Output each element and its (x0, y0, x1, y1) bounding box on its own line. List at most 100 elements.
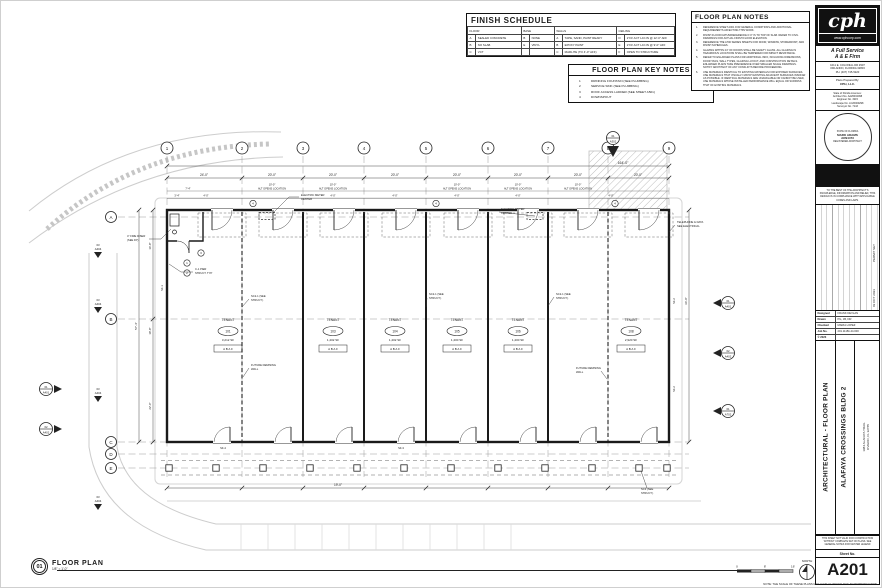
future-demising-note: WALL (251, 367, 259, 371)
svg-text:01: 01 (44, 385, 48, 389)
svg-text:SF-2: SF-2 (672, 298, 676, 304)
tenant-number: 108 (628, 329, 634, 333)
leader-lines (149, 196, 676, 489)
dim-bay: 20'-0" (634, 173, 642, 177)
pier-note: C-1 PIER (195, 267, 206, 271)
key-note-text: DRINKING FOUNTAIN (SEE PLUMBING) (591, 79, 649, 84)
plan-note-item: 1.REFERENCE SHEET A001 FOR GENERAL CONDI… (692, 25, 809, 33)
info-value: 201.11181.44.000 (837, 329, 859, 333)
telephone-data-note: TELEPHONE & DATA (677, 220, 704, 224)
cell: A (553, 34, 564, 42)
sheet-number: A201 (827, 560, 868, 579)
wall-type-note: STRUCT.) (251, 298, 263, 302)
tenant-number: 101 (225, 329, 231, 333)
dim-left-overall: 57'-4" (134, 322, 138, 330)
svg-text:4'-0": 4'-0" (608, 194, 613, 198)
cell: A (466, 34, 477, 42)
svg-text:4'-0": 4'-0" (203, 194, 208, 198)
grid-bubble-D: D (109, 452, 113, 457)
future-demising-note: FUTURE DEMISING (576, 366, 601, 370)
seal-number: AR94473 (841, 136, 854, 141)
info-value: PG, JB, DR (837, 317, 852, 321)
fire-riser-note: 4" FIRE RISER (127, 234, 145, 238)
tenant-label: TENANT (451, 318, 464, 322)
graphic-scale: 0 8' 16' (736, 565, 795, 573)
license-line: Architect No. AA26002098 (832, 94, 863, 98)
svg-text:10'-0": 10'-0" (454, 183, 461, 187)
svg-text:A402: A402 (725, 355, 732, 359)
key-notes-title: FLOOR PLAN KEY NOTES (569, 65, 713, 76)
license-line: State of Florida Licenses: (833, 91, 862, 95)
svg-text:A402: A402 (43, 431, 50, 435)
tenant-tag-105: TENANT 105 1,400 SF A B A F (442, 318, 472, 353)
license-line: Surveyor No. 7143 (837, 105, 858, 109)
dim-left-seg: 22'-0" (148, 402, 152, 409)
svg-text:SF-1: SF-1 (160, 285, 164, 291)
keynote-ref: 4 (614, 202, 616, 206)
info-row: Job No.201.11181.44.000 (816, 328, 879, 335)
grid-bubble-8: 8 (607, 146, 610, 151)
tenant-tags: TENANT 101 3,212 SF A B A F TENANT 103 1… (213, 318, 646, 353)
cell: OPEN TO STRUCTURE (624, 48, 675, 56)
sheet-number-label: Sheet No. (816, 550, 879, 558)
key-note-num: 3 (579, 89, 581, 94)
tenant-finish-tag: A B A F (626, 347, 636, 351)
electric-meters (258, 212, 544, 220)
col-header: WALLS (553, 26, 618, 35)
tenant-tag-108: TENANT 108 2,920 SF A B A F (616, 318, 646, 353)
svg-text:03: 03 (96, 495, 100, 499)
svg-text:4'-0": 4'-0" (330, 194, 335, 198)
address-line: ORLANDO, FLORIDA 32803 (830, 67, 865, 70)
drawing-title-rule (57, 570, 739, 571)
firm-licenses: State of Florida Licenses: Architect No.… (816, 90, 879, 111)
cell: EPOXY PAINT (562, 41, 617, 49)
svg-text:A404: A404 (95, 499, 102, 503)
plan-note-text: GLAZING WITHIN 24" OF DOORS SHALL BE SAF… (703, 48, 797, 56)
grid-bubble-C: C (109, 440, 113, 445)
grid-bubble-6: 6 (487, 146, 490, 151)
dim-bottom: 19'-0" (334, 483, 342, 487)
plan-note-num: 6. (696, 70, 699, 74)
cell (529, 48, 555, 56)
svg-text:02: 02 (44, 425, 48, 429)
keynote-ref: 4 (252, 202, 254, 206)
key-note-num: 2 (579, 84, 581, 89)
info-label: Job No. (816, 328, 836, 334)
svg-text:10'-0": 10'-0" (269, 183, 276, 187)
svg-text:SF-4: SF-4 (220, 446, 226, 450)
cell: B (553, 41, 564, 49)
dim-bay: 20'-0" (329, 173, 337, 177)
tenant-label: TENANT (327, 318, 340, 322)
keynote-ref: 4 (435, 202, 437, 206)
cell: F (615, 48, 626, 56)
finish-schedule-header: FLOOR BASE WALLS CEILING (467, 26, 675, 35)
svg-text:4'-0": 4'-0" (392, 194, 397, 198)
north-label: NORTH (802, 559, 813, 563)
tenant-area: 1,402 SF (389, 338, 401, 342)
tenant-finish-tag: A B A F (223, 347, 233, 351)
electric-meter-note: CENTER (501, 211, 512, 215)
cell: B (520, 34, 531, 42)
svg-text:ALT OPENS LOCATION: ALT OPENS LOCATION (443, 186, 471, 190)
svg-text:10'-0": 10'-0" (515, 183, 522, 187)
dim-bay: 20'-0" (453, 173, 461, 177)
cell: B (466, 41, 477, 49)
cell: E (615, 41, 626, 49)
tenant-area: 2,920 SF (625, 338, 637, 342)
cell: VINYL (529, 41, 555, 49)
wall-type-note: STRUCT.) (556, 296, 568, 300)
plan-note-item: 3.REFERENCE THE A700 SERIES SHEETS FOR D… (692, 40, 809, 48)
pier-note: STRUCT. TYP (195, 271, 212, 275)
existing-building-hatch (588, 150, 668, 214)
svg-text:ALT OPENS LOCATION: ALT OPENS LOCATION (319, 186, 347, 190)
svg-text:4'-0": 4'-0" (454, 194, 459, 198)
dim-bay: 20'-0" (391, 173, 399, 177)
cell: D (615, 34, 626, 42)
electric-meter-note: ELECTRIC METER (301, 193, 325, 197)
svg-text:ALT OPENS LOCATION: ALT OPENS LOCATION (564, 186, 592, 190)
info-label: © 2023 (816, 334, 836, 340)
tenant-area: 3,212 SF (222, 338, 234, 342)
